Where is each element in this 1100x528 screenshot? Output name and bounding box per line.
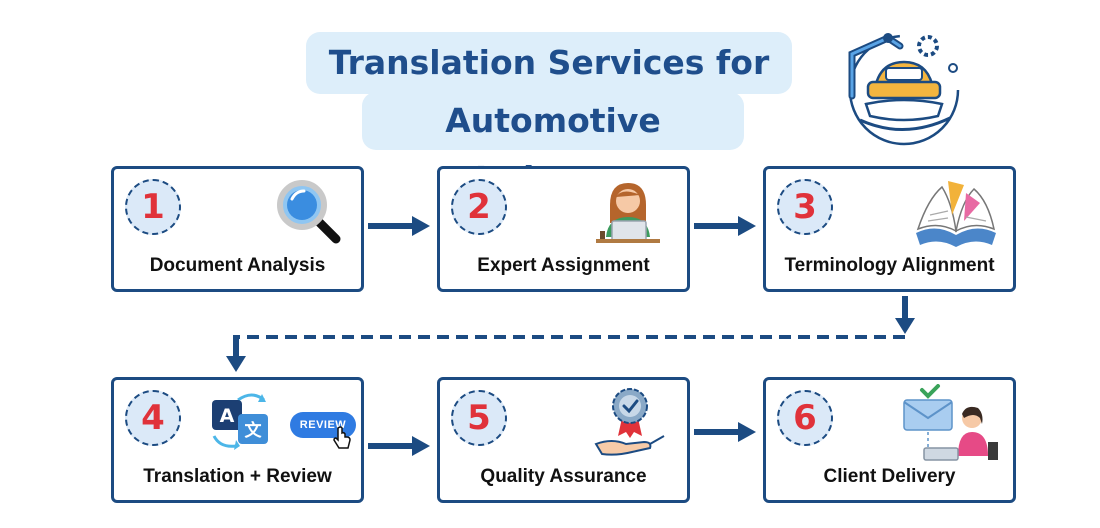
- title-line-1: Translation Services for the: [306, 32, 792, 144]
- step-number-badge: 5: [451, 390, 507, 446]
- arrow-down-to-step-4: [226, 335, 246, 372]
- step-number-badge: 6: [777, 390, 833, 446]
- step-number-badge: 4: [125, 390, 181, 446]
- step-number-badge: 2: [451, 179, 507, 235]
- step-label: Quality Assurance: [480, 466, 647, 487]
- person-at-laptop-icon: [596, 183, 660, 243]
- arrow-step-3-down: [895, 296, 915, 334]
- automotive-robot-arm-icon: [848, 33, 960, 146]
- step-6-client-delivery: 6 Client Delivery: [763, 377, 1016, 503]
- pointer-hand-icon: [333, 426, 351, 449]
- translate-source-glyph: A: [220, 405, 235, 427]
- step-label: Client Delivery: [823, 466, 956, 487]
- translate-target-glyph: 文: [245, 420, 263, 441]
- magnifying-glass-icon: [277, 180, 341, 244]
- step-3-terminology-alignment: 3 Terminology Alignment: [763, 166, 1016, 292]
- step-label: Terminology Alignment: [784, 255, 995, 276]
- arrow-step-2-to-3: [694, 216, 756, 236]
- open-book-icon: [916, 181, 996, 247]
- step-label: Expert Assignment: [477, 255, 650, 276]
- step-5-quality-assurance: 5 Quality Assurance: [437, 377, 690, 503]
- arrow-step-1-to-2: [368, 216, 430, 236]
- step-label: Translation + Review: [143, 466, 332, 487]
- award-in-hand-icon: [594, 388, 665, 456]
- translate-icon: A 文: [212, 393, 268, 450]
- arrow-step-4-to-5: [368, 436, 430, 456]
- mail-delivery-icon: [903, 384, 998, 461]
- step-2-expert-assignment: 2 Expert Assignment: [437, 166, 690, 292]
- step-number-badge: 3: [777, 179, 833, 235]
- step-label: Document Analysis: [149, 255, 326, 276]
- step-number-badge: 1: [125, 179, 181, 235]
- step-4-translation-review: 4 A 文 REVIEW Translation + Review: [111, 377, 364, 503]
- arrow-step-5-to-6: [694, 422, 756, 442]
- step-1-document-analysis: 1 Document Analysis: [111, 166, 364, 292]
